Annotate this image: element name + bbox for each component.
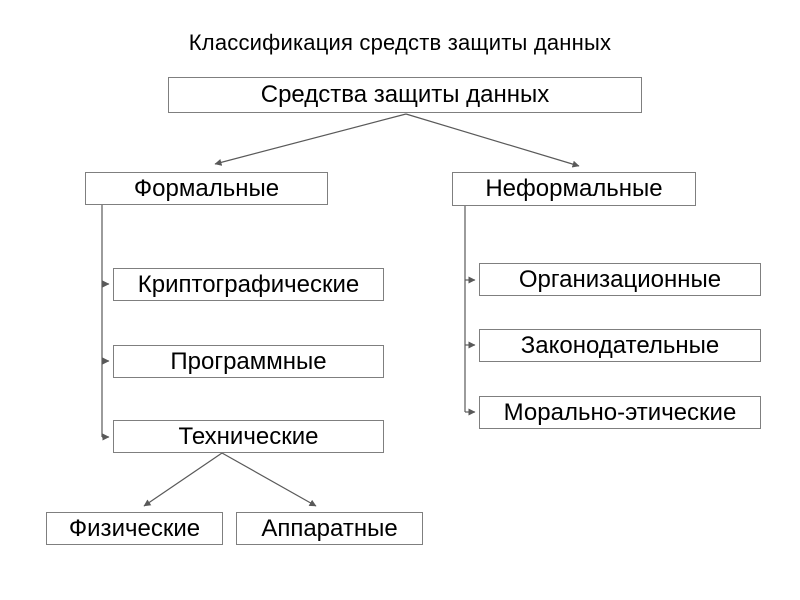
node-informal: Неформальные bbox=[452, 172, 696, 206]
node-technical: Технические bbox=[113, 420, 384, 453]
node-formal: Формальные bbox=[85, 172, 328, 205]
node-physical: Физические bbox=[46, 512, 223, 545]
node-hardware: Аппаратные bbox=[236, 512, 423, 545]
node-legislative: Законодательные bbox=[479, 329, 761, 362]
node-root: Средства защиты данных bbox=[168, 77, 642, 113]
node-moral-ethical: Морально-этические bbox=[479, 396, 761, 429]
diagram-title: Классификация средств защиты данных bbox=[188, 30, 612, 55]
node-software: Программные bbox=[113, 345, 384, 378]
node-cryptographic: Криптографические bbox=[113, 268, 384, 301]
node-organizational: Организационные bbox=[479, 263, 761, 296]
